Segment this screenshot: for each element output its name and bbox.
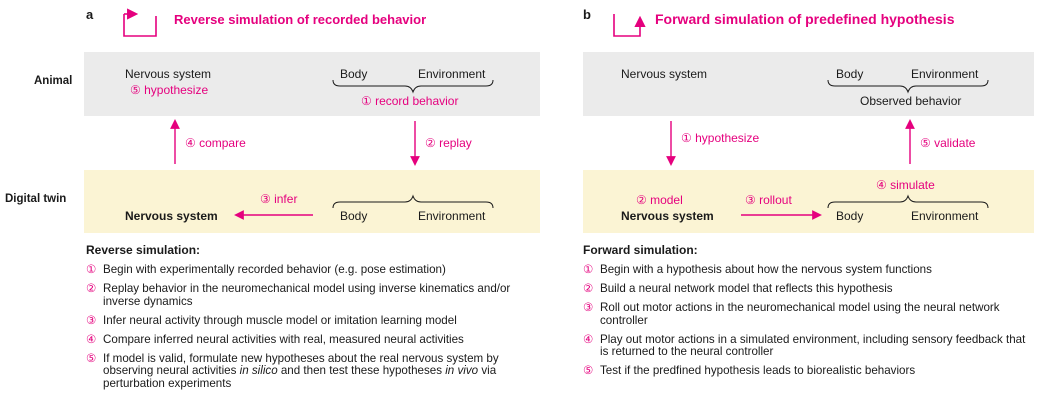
step-text: Play out motor actions in a simulated en… bbox=[600, 332, 1026, 358]
panel-title-b: Forward simulation of predefined hypothe… bbox=[655, 11, 955, 27]
step-text-italic: in silico bbox=[239, 364, 278, 377]
list-item: ④ Compare inferred neural activities with… bbox=[86, 332, 546, 347]
right-step-list: ① Begin with a hypothesis about how the n… bbox=[583, 263, 1033, 384]
left-twin-body: Body bbox=[340, 209, 368, 223]
right-animal-bracket bbox=[827, 79, 989, 94]
step-text: Infer neural activity through muscle mod… bbox=[103, 313, 457, 327]
left-step-3-infer: ③ infer bbox=[260, 192, 298, 206]
list-item: ⑤ If model is valid, formulate new hypoth… bbox=[86, 351, 546, 391]
panel-letter-b: b bbox=[583, 7, 591, 22]
step-number: ⑤ bbox=[583, 364, 594, 377]
right-animal-environment: Environment bbox=[911, 67, 979, 81]
step-text: Build a neural network model that reflec… bbox=[600, 282, 893, 295]
left-step-4-compare: ④ compare bbox=[185, 136, 246, 150]
step-text: Begin with experimentally recorded behav… bbox=[103, 263, 446, 276]
right-step-5-validate: ⑤ validate bbox=[920, 136, 976, 150]
step-text-part: If model is valid, formulate new hypothe… bbox=[103, 351, 499, 377]
left-animal-bracket bbox=[332, 79, 494, 94]
list-item: ④ Play out motor actions in a simulated e… bbox=[583, 332, 1033, 359]
list-item: ③ Roll out motor actions in the neuromech… bbox=[583, 301, 1033, 327]
row-label-digital-twin: Digital twin bbox=[5, 193, 67, 205]
right-twin-environment: Environment bbox=[911, 209, 979, 223]
step-text: If model is valid, formulate new hypothe… bbox=[103, 352, 499, 390]
step-text: Begin with a hypothesis about how the ne… bbox=[600, 263, 932, 276]
left-twin-nervous-system: Nervous system bbox=[125, 209, 218, 223]
step-number: ② bbox=[86, 282, 97, 295]
list-item: ③ Infer neural activity through muscle mo… bbox=[86, 313, 546, 328]
left-list-heading: Reverse simulation: bbox=[86, 243, 201, 257]
right-animal-nervous-system: Nervous system bbox=[621, 67, 708, 81]
step-number: ④ bbox=[583, 332, 594, 346]
step-text: Compare inferred neural activities with … bbox=[103, 332, 464, 346]
left-step-5-hypothesize: ⑤ hypothesize bbox=[130, 83, 209, 97]
left-step-2-replay: ② replay bbox=[425, 136, 472, 150]
left-animal-environment: Environment bbox=[418, 67, 486, 81]
right-animal-body: Body bbox=[836, 67, 864, 81]
step-text: Test if the predfined hypothesis leads t… bbox=[600, 364, 916, 377]
right-step-2-model: ② model bbox=[636, 193, 683, 207]
list-item: ② Replay behavior in the neuromechanical … bbox=[86, 282, 546, 308]
step-number: ④ bbox=[86, 332, 97, 346]
left-animal-band bbox=[84, 52, 540, 116]
right-observed-behavior: Observed behavior bbox=[860, 94, 962, 108]
left-step-1-record-behavior: ① record behavior bbox=[361, 94, 459, 108]
left-animal-body: Body bbox=[340, 67, 368, 81]
right-list-heading: Forward simulation: bbox=[583, 243, 698, 257]
list-item: ⑤ Test if the predfined hypothesis leads … bbox=[583, 364, 1033, 378]
list-item: ① Begin with a hypothesis about how the n… bbox=[583, 263, 1033, 277]
panel-letter-a: a bbox=[86, 7, 94, 22]
step-text: Roll out motor actions in the neuromecha… bbox=[600, 301, 1000, 327]
row-label-animal: Animal bbox=[34, 75, 73, 87]
left-step-list: ① Begin with experimentally recorded beha… bbox=[86, 263, 546, 397]
step-number: ① bbox=[86, 263, 97, 276]
left-twin-bracket bbox=[332, 194, 494, 209]
right-twin-bracket bbox=[827, 194, 989, 209]
left-animal-nervous-system: Nervous system bbox=[125, 67, 212, 81]
step-text: Replay behavior in the neuromechanical m… bbox=[103, 282, 511, 308]
right-twin-body: Body bbox=[836, 209, 864, 223]
right-twin-nervous-system: Nervous system bbox=[621, 209, 714, 223]
right-step-4-simulate: ④ simulate bbox=[876, 178, 935, 192]
step-text-part: via perturbation experiments bbox=[103, 364, 497, 390]
forward-loop-icon bbox=[613, 14, 646, 37]
right-step-3-rollout: ③ rollout bbox=[745, 193, 792, 207]
step-number: ③ bbox=[86, 313, 97, 327]
list-item: ① Begin with experimentally recorded beha… bbox=[86, 263, 546, 277]
panel-title-a: Reverse simulation of recorded behavior bbox=[174, 12, 427, 27]
step-text-italic: in vivo bbox=[445, 364, 479, 377]
step-number: ① bbox=[583, 263, 594, 276]
step-number: ⑤ bbox=[86, 351, 97, 365]
step-number: ③ bbox=[583, 301, 594, 314]
right-animal-band bbox=[583, 52, 1034, 116]
right-step-1-hypothesize: ① hypothesize bbox=[681, 131, 760, 145]
step-number: ② bbox=[583, 282, 594, 295]
list-item: ② Build a neural network model that refle… bbox=[583, 282, 1033, 296]
left-twin-environment: Environment bbox=[418, 209, 486, 223]
reverse-loop-icon bbox=[123, 8, 157, 37]
step-text-part: and then test these hypotheses bbox=[277, 364, 446, 377]
